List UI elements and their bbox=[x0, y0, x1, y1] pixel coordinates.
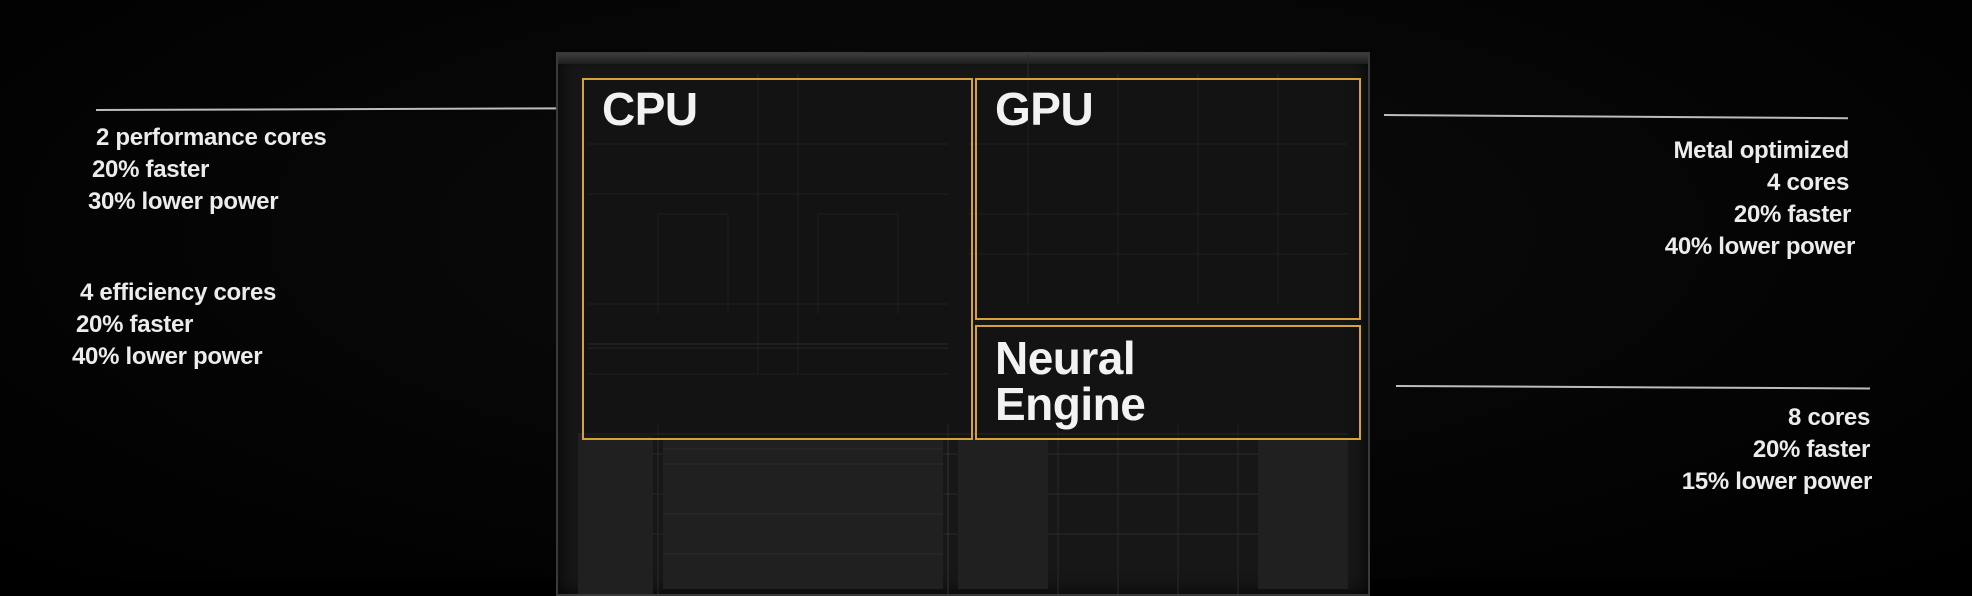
cpu-efficiency-power: 40% lower power bbox=[72, 343, 263, 370]
neural-engine-label: Neural Engine bbox=[995, 332, 1146, 430]
gpu-metal: Metal optimized bbox=[1673, 137, 1849, 164]
chip-die: CPU GPU Neural Engine bbox=[556, 52, 1370, 596]
gpu-leader-line bbox=[1383, 114, 1848, 120]
neural-engine-region: Neural Engine bbox=[975, 325, 1361, 440]
neural-engine-leader-line bbox=[1395, 385, 1870, 390]
neural-engine-power: 15% lower power bbox=[1681, 468, 1873, 495]
cpu-region: CPU bbox=[582, 78, 973, 440]
cpu-efficiency-specs: 4 efficiency cores 20% faster 40% lower … bbox=[72, 277, 277, 373]
cpu-efficiency-speed: 20% faster bbox=[76, 311, 194, 338]
cpu-performance-power: 30% lower power bbox=[88, 188, 279, 215]
chip-top-edge bbox=[558, 54, 1368, 64]
gpu-label: GPU bbox=[995, 83, 1094, 135]
cpu-performance-specs: 2 performance cores 20% faster 30% lower… bbox=[88, 122, 327, 218]
cpu-label: CPU bbox=[602, 83, 698, 135]
cpu-performance-cores: 2 performance cores bbox=[96, 124, 327, 151]
gpu-specs: Metal optimized 4 cores 20% faster 40% l… bbox=[1664, 135, 1856, 263]
cpu-leader-line bbox=[95, 107, 559, 111]
gpu-cores: 4 cores bbox=[1767, 169, 1849, 196]
neural-engine-cores: 8 cores bbox=[1788, 404, 1870, 431]
die-texture bbox=[578, 54, 1348, 594]
neural-engine-speed: 20% faster bbox=[1752, 436, 1870, 463]
gpu-power: 40% lower power bbox=[1664, 233, 1856, 260]
gpu-speed: 20% faster bbox=[1733, 201, 1851, 228]
cpu-performance-speed: 20% faster bbox=[92, 156, 210, 183]
neural-engine-specs: 8 cores 20% faster 15% lower power bbox=[1681, 402, 1873, 498]
cpu-efficiency-cores: 4 efficiency cores bbox=[80, 279, 277, 306]
gpu-region: GPU bbox=[975, 78, 1361, 320]
